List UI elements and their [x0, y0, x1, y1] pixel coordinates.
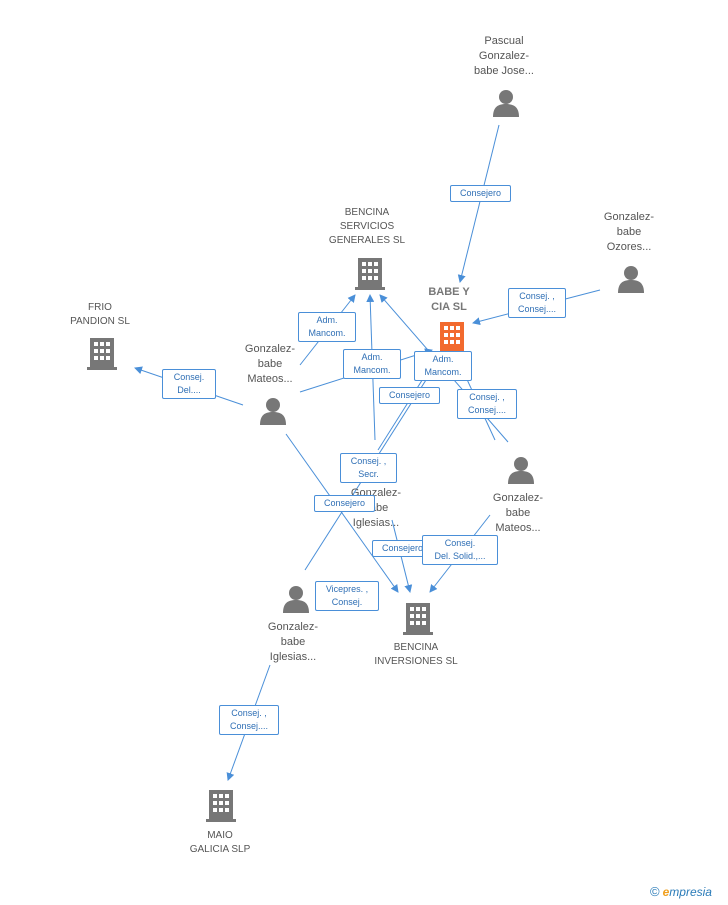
node-babe-y-cia-label[interactable]: BABE Y CIA SL	[414, 285, 484, 315]
label-line: Gonzalez-	[267, 621, 319, 633]
relation-line: Secr.	[358, 469, 379, 479]
label-line: INVERSIONES SL	[374, 656, 458, 667]
empresia-logo: ©empresia	[650, 884, 712, 899]
relation-label[interactable]: Adm. Mancom.	[298, 312, 356, 342]
relation-line: Adm.	[361, 352, 383, 362]
relation-line: Consejero	[459, 188, 502, 198]
relation-label[interactable]: Consej. Del. Solid.,...	[422, 535, 498, 565]
node-frio-pandion-label[interactable]: FRIO PANDION SL	[55, 301, 145, 329]
relation-label[interactable]: Consejero	[379, 387, 440, 404]
person-icon	[508, 457, 534, 484]
node-ozores-label[interactable]: Gonzalez- babe Ozores...	[588, 210, 670, 255]
label-line: BENCINA	[344, 207, 390, 218]
relation-label[interactable]: Adm. Mancom.	[343, 349, 401, 379]
relation-line: Consej. ,	[350, 456, 387, 466]
relation-line: Consej.	[173, 372, 205, 382]
label-line: Gonzalez-	[492, 492, 544, 504]
edge-pascual-babe[interactable]	[457, 124, 500, 283]
building-icon	[206, 790, 236, 822]
relation-line: Adm.	[432, 354, 454, 364]
label-line: GENERALES SL	[328, 235, 406, 246]
relation-label[interactable]: Vicepres. , Consej.	[315, 581, 379, 611]
label-line: babe Jose...	[474, 65, 534, 77]
relation-line: Consejero	[323, 498, 366, 508]
person-icon	[283, 586, 309, 613]
building-icon	[355, 258, 385, 290]
relation-line: Mancom.	[308, 328, 346, 338]
relation-label[interactable]: Consej. , Consej....	[508, 288, 566, 318]
person-icon	[260, 398, 286, 425]
label-line: Pascual	[484, 35, 524, 47]
relation-line: Consejero	[381, 543, 424, 553]
relation-line: Mancom.	[424, 367, 462, 377]
relation-label[interactable]: Consejero	[450, 185, 511, 202]
node-maio-galicia-label[interactable]: MAIO GALICIA SLP	[175, 829, 265, 857]
relation-line: Adm.	[316, 315, 338, 325]
label-line: Ozores...	[606, 241, 652, 253]
person-icon	[618, 266, 644, 293]
brand-name: mpresia	[669, 885, 712, 899]
relation-line: Mancom.	[353, 365, 391, 375]
relation-line: Del. Solid.,...	[434, 551, 486, 561]
label-line: Mateos...	[247, 373, 293, 385]
relation-label[interactable]: Consej. , Consej....	[457, 389, 517, 419]
label-line: GALICIA SLP	[189, 844, 251, 855]
relation-line: Consej.	[331, 597, 363, 607]
relation-label[interactable]: Consej. Del....	[162, 369, 216, 399]
label-line: Gonzalez-	[603, 211, 655, 223]
label-line: SERVICIOS	[339, 221, 395, 232]
relation-line: Del....	[177, 385, 201, 395]
copyright-symbol: ©	[650, 884, 660, 899]
brand-initial: e	[662, 885, 670, 899]
building-icon-main	[437, 322, 467, 354]
node-pascual-label[interactable]: Pascual Gonzalez- babe Jose...	[459, 34, 549, 79]
edge-mateos-left-inversiones[interactable]	[285, 433, 399, 593]
label-line: Iglesias...	[269, 651, 317, 663]
node-mateos-left-label[interactable]: Gonzalez- babe Mateos...	[232, 342, 308, 387]
node-bencina-inversiones-label[interactable]: BENCINA INVERSIONES SL	[361, 641, 471, 669]
relation-label[interactable]: Adm. Mancom.	[414, 351, 472, 381]
building-icon	[403, 603, 433, 635]
node-bencina-servicios-label[interactable]: BENCINA SERVICIOS GENERALES SL	[317, 206, 417, 248]
label-line: BENCINA	[393, 642, 439, 653]
relation-label[interactable]: Consejero	[314, 495, 375, 512]
label-line: babe	[257, 358, 283, 370]
relation-label[interactable]: Consej. , Consej....	[219, 705, 279, 735]
label-line: babe	[616, 226, 642, 238]
label-line: babe	[280, 636, 306, 648]
relation-label[interactable]: Consej. , Secr.	[340, 453, 397, 483]
label-line: BABE Y	[428, 286, 470, 298]
label-line: babe	[505, 507, 531, 519]
relation-line: Vicepres. ,	[325, 584, 369, 594]
relation-line: Consej....	[229, 721, 269, 731]
label-line: CIA SL	[431, 301, 467, 313]
label-line: Gonzalez-	[478, 50, 530, 62]
node-mateos-right-label[interactable]: Gonzalez- babe Mateos...	[480, 491, 556, 536]
label-line: PANDION SL	[70, 316, 130, 327]
label-line: Mateos...	[495, 522, 541, 534]
label-line: MAIO	[207, 830, 233, 841]
relation-line: Consej. ,	[519, 291, 555, 301]
label-line: Iglesias...	[352, 517, 400, 529]
label-line: FRIO	[88, 302, 112, 313]
relation-line: Consej....	[467, 405, 507, 415]
relation-line: Consej....	[517, 304, 557, 314]
building-icon	[87, 338, 117, 370]
relation-line: Consej.	[444, 538, 476, 548]
relation-label[interactable]: Consejero	[372, 540, 433, 557]
person-icon	[493, 90, 519, 117]
relation-line: Consej. ,	[469, 392, 505, 402]
node-iglesias-bottom-label[interactable]: Gonzalez- babe Iglesias...	[255, 620, 331, 665]
relation-line: Consej. ,	[231, 708, 267, 718]
relation-line: Consejero	[388, 390, 431, 400]
label-line: Gonzalez-	[244, 343, 296, 355]
